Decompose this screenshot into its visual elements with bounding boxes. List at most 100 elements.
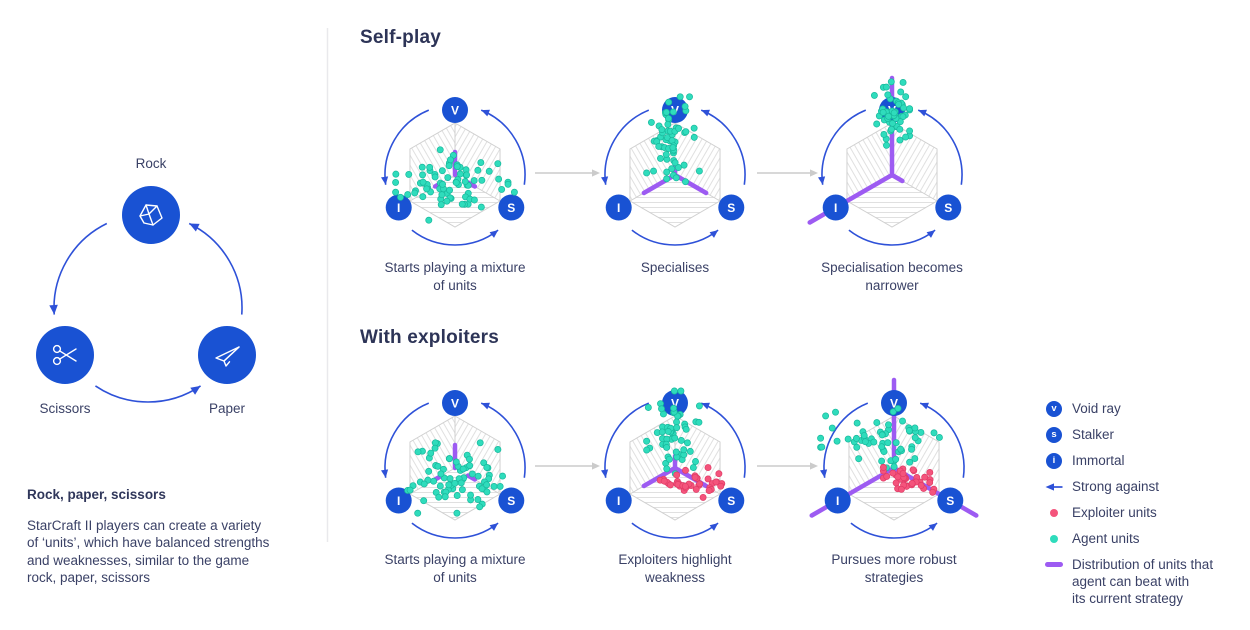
legend-label: Stalker [1072,427,1115,442]
left-panel-body: StarCraft II players can create a variet… [27,518,270,585]
strong-against-cycle [818,109,963,246]
legend-label: Immortal [1072,453,1125,468]
agent-unit-cluster [404,439,507,517]
strong-against-arc [700,109,746,185]
strong-against-arc [917,109,963,185]
agent-unit-cluster [817,405,943,472]
axis-badge-immortal: I [605,194,632,221]
strong-against-arrowhead-icon [926,230,936,238]
strong-against-arc [848,229,936,246]
strong-against-arrowhead-icon [190,385,201,395]
legend-label: Void ray [1072,401,1121,416]
legend-item: Exploiter units [1045,504,1245,521]
ternary-plot-self-play-2: VIS [601,93,746,246]
axis-badge-immortal: I [822,194,849,221]
paper-label: Paper [208,401,246,416]
strong-against-arc [919,402,965,478]
distribution-arm-down_left [809,465,897,518]
strong-against-arc [700,402,746,478]
strong-against-arc [631,522,719,539]
cube-face-right [675,123,721,201]
strong-against-arrowhead-icon [601,469,609,478]
caption-exploiters-1: Starts playing a mixture of units [384,552,526,585]
strong-against-arrowhead-icon [489,230,499,238]
distribution-arm-down_right [465,473,478,482]
exploiter-unit-cluster [656,464,726,501]
hexagon-outline [629,415,721,521]
strong-against-arrowhead-icon [189,223,200,232]
stage-connector-arrow [757,462,818,470]
axis-badge-stalker: S [498,487,525,514]
svg-text:I: I [397,201,400,215]
strong-against-cycle [381,109,526,246]
strong-against-arc [94,385,202,403]
strong-against-arrowhead-icon [481,402,490,410]
legend-label: Agent units [1072,531,1140,546]
void-ray-badge: v [1045,400,1063,417]
strong-against-cycle [381,402,526,539]
stage-connector-arrow [535,169,600,177]
rps-node-scissors [36,326,94,384]
axis-badge-void-ray: V [442,390,468,416]
strong-against-arrowhead-icon [701,402,710,410]
axis-badge-immortal: I [385,487,412,514]
strong-against-arc [53,222,108,315]
ternary-plot-with-exploiters-1: V I S [381,390,526,539]
paper-plane-icon [215,346,240,367]
rps-node-paper [198,326,256,384]
strong-against-arc [411,229,499,246]
distribution-arm-down_left [807,172,895,225]
strong-against-arrowhead-icon [481,109,490,117]
agent-unit-cluster [643,93,703,186]
strong-against-arc [411,522,499,539]
strong-against-arc [384,402,430,478]
caption-exploiters-2: Exploiters highlight weakness [618,552,732,585]
rock-icon [139,204,163,226]
strong-against-arrowhead-icon [709,523,719,531]
svg-text:I: I [834,201,837,215]
strong-against-arrowhead-icon [918,109,927,117]
agent-unit-cluster [392,146,518,224]
strong-against-arrowhead-icon [381,469,389,478]
svg-text:S: S [727,494,735,508]
rock-paper-scissors-diagram [36,186,256,403]
legend-item: i Immortal [1045,452,1245,469]
strong-against-arc [604,402,650,478]
svg-text:V: V [451,396,459,410]
strong-against-arrowhead-icon [381,176,389,185]
right-arrow-icon [592,462,600,470]
axis-badge-void-ray: V [662,390,688,416]
legend-item: Distribution of units that agent can bea… [1045,556,1245,607]
strong-against-arrowhead-icon [701,109,710,117]
strong-against-cycle [601,109,746,246]
axis-badge-immortal: I [385,194,412,221]
strong-against-cycle [601,402,746,539]
right-arrow-icon [810,462,818,470]
legend-item: Strong against [1045,478,1245,495]
section-title-with-exploiters: With exploiters [360,327,500,348]
strong-against-arrowhead-icon [709,230,719,238]
immortal-badge: i [1045,452,1063,469]
agent-dot [1045,534,1063,543]
svg-text:I: I [836,494,839,508]
ternary-plot-self-play-3: VIS [807,75,963,246]
strong-against-arrowhead-icon [489,523,499,531]
legend-label: Strong against [1072,479,1160,494]
svg-text:I: I [617,201,620,215]
legend-label: Exploiter units [1072,505,1157,520]
svg-text:S: S [944,201,952,215]
legend-item: v Void ray [1045,400,1245,417]
legend-item: Agent units [1045,530,1245,547]
strong-against-arrowhead-icon [818,176,826,185]
right-arrow-icon [592,169,600,177]
caption-exploiters-3: Pursues more robust strategies [831,552,957,585]
hexagon-outline [409,122,501,228]
caption-selfplay-1: Starts playing a mixture of units [384,260,526,293]
strong-against-arc [604,109,650,185]
strong-against-arrow [1045,481,1063,493]
svg-text:I: I [397,494,400,508]
